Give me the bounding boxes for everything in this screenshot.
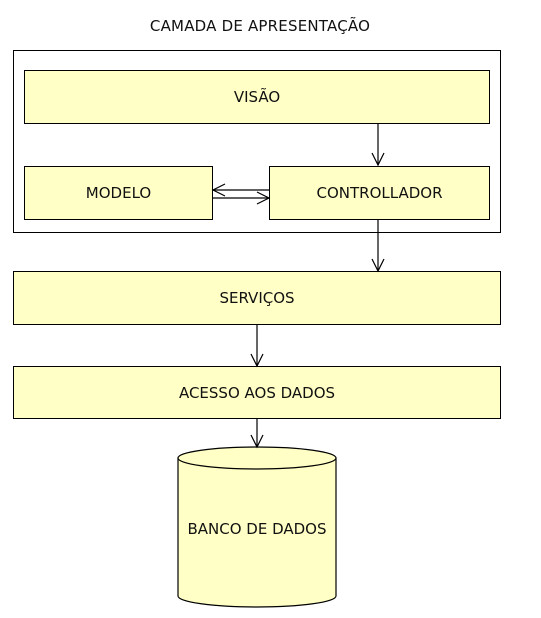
arrow-data-access-to-database xyxy=(250,419,264,449)
presentation-layer-title: CAMADA DE APRESENTAÇÃO xyxy=(149,17,371,35)
view-box: VISÃO xyxy=(24,70,490,124)
model-box: MODELO xyxy=(24,166,213,220)
model-label: MODELO xyxy=(85,184,152,202)
arrow-controller-to-model xyxy=(211,183,269,197)
view-label: VISÃO xyxy=(233,88,281,106)
database-label: BANCO DE DADOS xyxy=(187,520,327,538)
controller-label: CONTROLLADOR xyxy=(316,184,443,202)
services-box: SERVIÇOS xyxy=(13,271,501,325)
data-access-box: ACESSO AOS DADOS xyxy=(13,366,501,419)
arrow-controller-to-services xyxy=(371,220,385,273)
database-cylinder xyxy=(177,446,337,608)
data-access-label: ACESSO AOS DADOS xyxy=(178,383,336,402)
controller-box: CONTROLLADOR xyxy=(269,166,490,220)
arrow-view-to-controller xyxy=(371,124,385,167)
arrow-model-to-controller xyxy=(213,191,271,205)
arrow-services-to-data-access xyxy=(250,325,264,368)
services-label: SERVIÇOS xyxy=(219,289,295,307)
